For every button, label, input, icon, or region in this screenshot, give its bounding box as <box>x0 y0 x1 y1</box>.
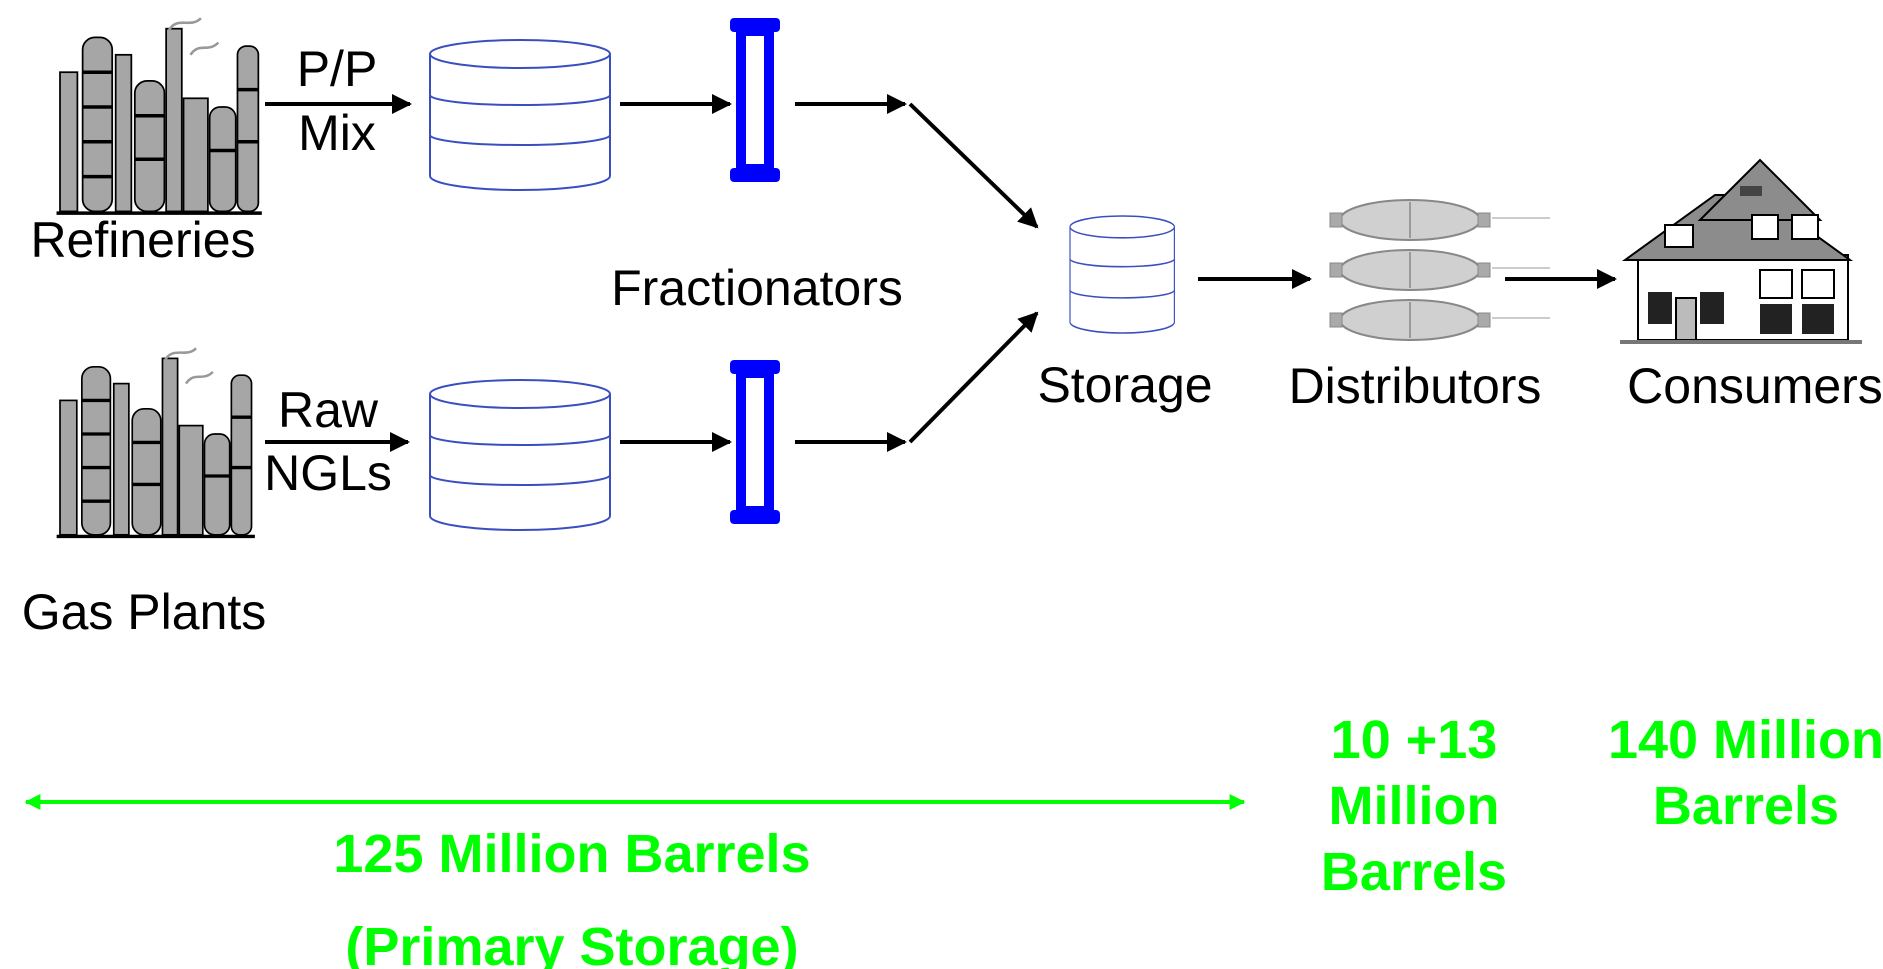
gas-plants-label: Gas Plants <box>22 584 267 640</box>
pp-mix-label-line2: Mix <box>298 105 376 161</box>
distributors-volume-line1: 10 +13 <box>1331 710 1498 770</box>
distributors-volume-line3: Barrels <box>1321 842 1507 902</box>
storage-drum-icon <box>1069 215 1176 334</box>
upper-to-storage-arrow <box>908 102 1039 229</box>
lower-to-storage-arrow <box>908 311 1039 444</box>
pp-mix-label-line1: P/P <box>297 41 378 97</box>
distributors-volume-line2: Million <box>1329 776 1500 836</box>
upper-feed-drum-icon <box>429 39 611 191</box>
primary-storage-caption: (Primary Storage) <box>345 917 798 969</box>
raw-ngls-label-line2: NGLs <box>264 445 392 501</box>
lower-feed-drum-icon <box>429 379 611 531</box>
primary-storage-amount: 125 Million Barrels <box>333 824 810 884</box>
gas-plant-icon <box>54 346 257 539</box>
refinery-icon <box>54 16 264 215</box>
fractionators-label: Fractionators <box>611 260 903 316</box>
propane-tanks-icon <box>1329 199 1551 341</box>
consumers-label: Consumers <box>1627 358 1883 414</box>
upper-fractionator-column-icon <box>730 18 780 182</box>
raw-ngls-label-line1: Raw <box>278 382 379 438</box>
distributors-label: Distributors <box>1289 358 1542 414</box>
lower-fractionator-column-icon <box>730 360 780 524</box>
consumers-volume-line2: Barrels <box>1653 776 1839 836</box>
storage-label: Storage <box>1037 357 1212 413</box>
refineries-label: Refineries <box>30 212 255 268</box>
house-icon <box>1620 158 1862 344</box>
consumers-volume-line1: 140 Million <box>1608 710 1883 770</box>
